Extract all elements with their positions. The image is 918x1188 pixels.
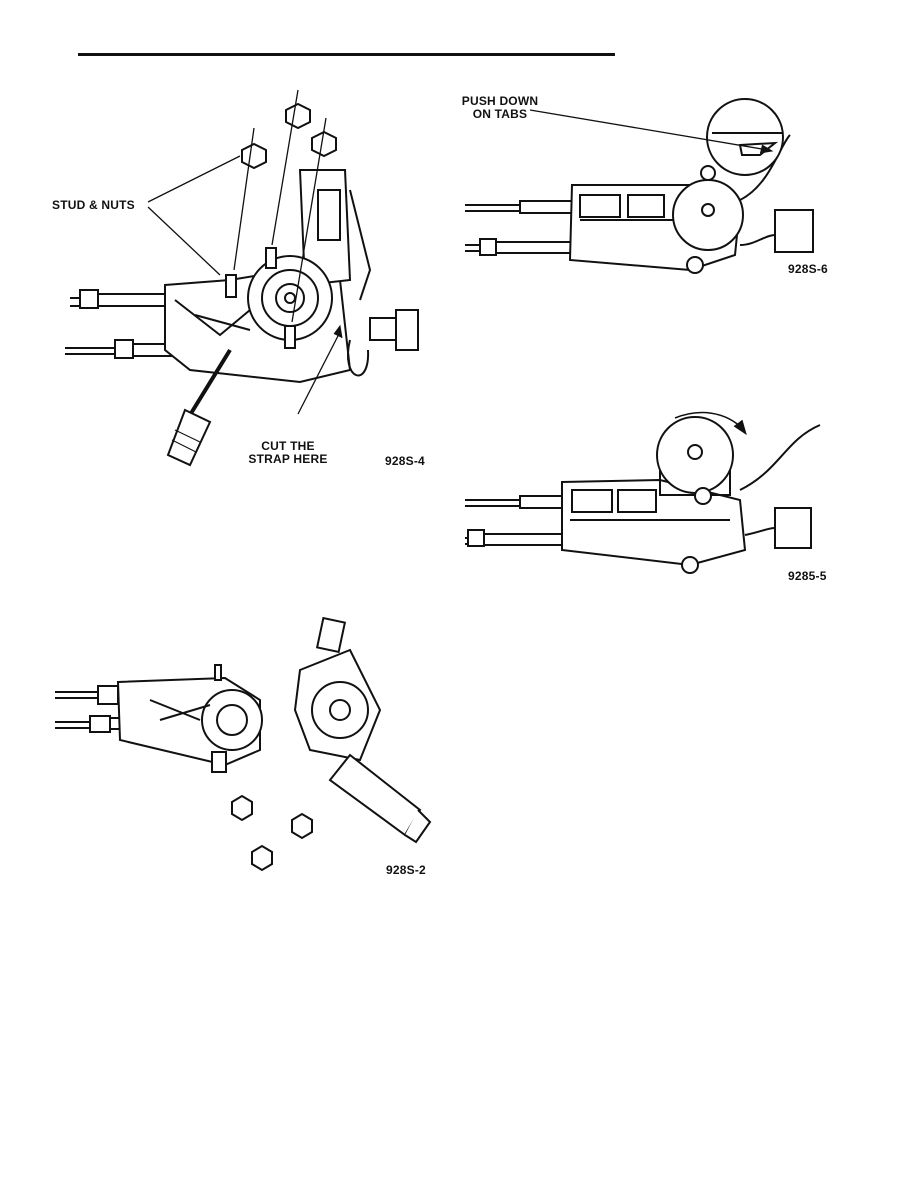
callout-cut-strap: CUT THE STRAP HERE [243,440,333,466]
motor-rotate-illustration [465,411,821,574]
header-rule [78,53,615,56]
callout-cut-strap-line2: STRAP HERE [248,452,328,466]
callout-stud-nuts: STUD & NUTS [52,198,135,212]
callout-push-down-tabs: PUSH DOWN ON TABS [455,95,545,121]
motor-stud-nuts-illustration [65,89,419,467]
callout-push-down-tabs-line1: PUSH DOWN [461,94,539,108]
figure-928s-6: PUSH DOWN ON TABS 928S-6 [450,85,850,285]
figure-code-928s-6: 928S-6 [788,262,828,276]
motor-separated-illustration [55,616,432,872]
figure-code-9285-5: 9285-5 [788,569,827,583]
push-down-tabs-illustration [465,98,814,274]
callout-push-down-tabs-line2: ON TABS [472,107,528,121]
figure-code-928s-2: 928S-2 [386,863,426,877]
figure-928s-4: STUD & NUTS CUT THE STRAP HERE 928S-4 [50,70,450,480]
figure-928s-2: 928S-2 [50,610,450,880]
figure-code-928s-4: 928S-4 [385,454,425,468]
figure-9285-5: 9285-5 [450,400,850,595]
callout-cut-strap-line1: CUT THE [261,439,315,453]
